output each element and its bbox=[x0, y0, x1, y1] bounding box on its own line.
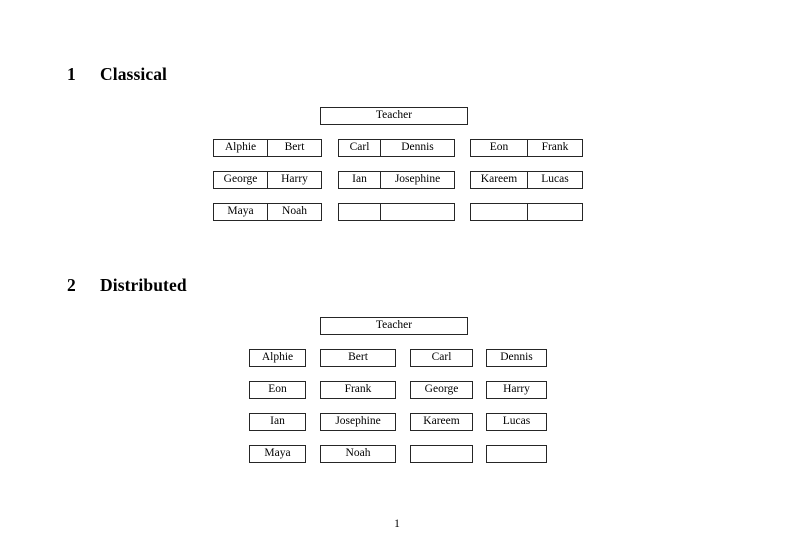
table-row: Eon Frank bbox=[470, 139, 583, 157]
list-item: Kareem bbox=[410, 413, 473, 431]
list-item: Ian bbox=[249, 413, 306, 431]
section-heading-classical: 1 Classical bbox=[67, 64, 167, 85]
cell-ian: Ian bbox=[338, 171, 381, 189]
cell-ian: Ian bbox=[249, 413, 306, 431]
list-item: Eon bbox=[249, 381, 306, 399]
cell-kareem: Kareem bbox=[470, 171, 528, 189]
table-row: Alphie Bert bbox=[213, 139, 322, 157]
cell-maya: Maya bbox=[213, 203, 268, 221]
teacher-box-classical: Teacher bbox=[320, 107, 468, 125]
cell-alphie: Alphie bbox=[213, 139, 268, 157]
cell-empty bbox=[410, 445, 473, 463]
list-item: George bbox=[410, 381, 473, 399]
section-heading-distributed: 2 Distributed bbox=[67, 275, 187, 296]
list-item: Alphie bbox=[249, 349, 306, 367]
cell-carl: Carl bbox=[338, 139, 381, 157]
cell-frank: Frank bbox=[320, 381, 396, 399]
teacher-cell: Teacher bbox=[320, 107, 468, 125]
cell-bert: Bert bbox=[320, 349, 396, 367]
list-item: Harry bbox=[486, 381, 547, 399]
list-item bbox=[410, 445, 473, 463]
section-title: Distributed bbox=[100, 275, 187, 295]
cell-empty bbox=[486, 445, 547, 463]
list-item: Lucas bbox=[486, 413, 547, 431]
cell-frank: Frank bbox=[527, 139, 583, 157]
table-row bbox=[338, 203, 455, 221]
teacher-cell: Teacher bbox=[320, 317, 468, 335]
list-item: Carl bbox=[410, 349, 473, 367]
cell-empty bbox=[527, 203, 583, 221]
cell-empty bbox=[470, 203, 528, 221]
table-row: Kareem Lucas bbox=[470, 171, 583, 189]
list-item: Josephine bbox=[320, 413, 396, 431]
cell-noah: Noah bbox=[320, 445, 396, 463]
list-item: Bert bbox=[320, 349, 396, 367]
cell-eon: Eon bbox=[249, 381, 306, 399]
section-number: 1 bbox=[67, 64, 76, 84]
cell-lucas: Lucas bbox=[486, 413, 547, 431]
cell-george: George bbox=[213, 171, 268, 189]
cell-noah: Noah bbox=[267, 203, 322, 221]
page-number: 1 bbox=[394, 518, 400, 530]
list-item bbox=[486, 445, 547, 463]
list-item: Maya bbox=[249, 445, 306, 463]
cell-maya: Maya bbox=[249, 445, 306, 463]
cell-bert: Bert bbox=[267, 139, 322, 157]
cell-lucas: Lucas bbox=[527, 171, 583, 189]
table-row bbox=[470, 203, 583, 221]
table-row: Teacher bbox=[320, 107, 468, 125]
cell-dennis: Dennis bbox=[380, 139, 455, 157]
cell-josephine: Josephine bbox=[320, 413, 396, 431]
section-number: 2 bbox=[67, 275, 76, 295]
section-title: Classical bbox=[100, 64, 168, 84]
table-row: Ian Josephine bbox=[338, 171, 455, 189]
cell-george: George bbox=[410, 381, 473, 399]
table-row: Maya Noah bbox=[213, 203, 322, 221]
cell-harry: Harry bbox=[486, 381, 547, 399]
cell-empty bbox=[380, 203, 455, 221]
cell-dennis: Dennis bbox=[486, 349, 547, 367]
table-row: Teacher bbox=[320, 317, 468, 335]
teacher-box-distributed: Teacher bbox=[320, 317, 468, 335]
list-item: Frank bbox=[320, 381, 396, 399]
cell-alphie: Alphie bbox=[249, 349, 306, 367]
cell-kareem: Kareem bbox=[410, 413, 473, 431]
table-row: George Harry bbox=[213, 171, 322, 189]
cell-harry: Harry bbox=[267, 171, 322, 189]
list-item: Dennis bbox=[486, 349, 547, 367]
cell-eon: Eon bbox=[470, 139, 528, 157]
table-row: Carl Dennis bbox=[338, 139, 455, 157]
list-item: Noah bbox=[320, 445, 396, 463]
cell-carl: Carl bbox=[410, 349, 473, 367]
cell-josephine: Josephine bbox=[380, 171, 455, 189]
cell-empty bbox=[338, 203, 381, 221]
